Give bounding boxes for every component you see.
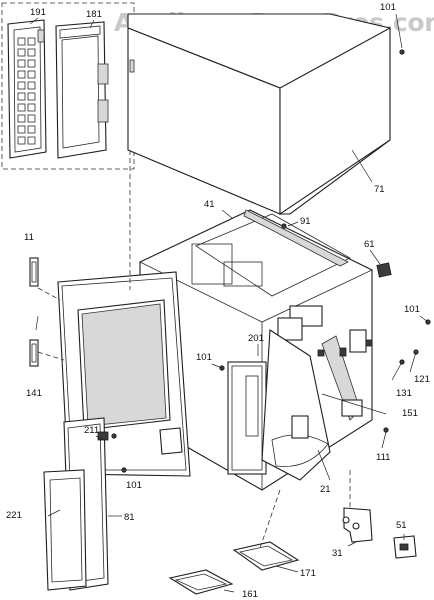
screws [111,49,431,473]
callout-101-right: 101 [404,304,420,315]
keypad-key [27,81,36,90]
tray-161 [168,569,234,595]
keypad-key [27,136,36,145]
keypad-key [17,70,26,79]
callout-221: 221 [6,510,22,521]
callout-51: 51 [396,520,407,531]
keypad-key [17,114,26,123]
callout-21: 21 [320,484,331,495]
chassis-41 [139,209,373,491]
keypad-key [17,136,26,145]
keypad-key [17,48,26,57]
callout-201: 201 [248,333,264,344]
keypad-key [27,125,36,134]
callout-171: 171 [300,568,316,579]
callout-111: 111 [376,452,390,463]
panel-221 [43,469,87,591]
callout-91: 91 [300,216,311,227]
keypad-key [27,114,36,123]
callout-101-top: 101 [380,2,396,13]
keypad-key [17,103,26,112]
callout-71: 71 [374,184,385,195]
leader-lines [29,13,429,593]
keypad-key [27,92,36,101]
callout-151: 151 [402,408,418,419]
keypad-key [27,48,36,57]
keypad-key [27,37,36,46]
callout-141: 141 [26,388,42,399]
keypad-key [17,92,26,101]
control-panel-inset [1,2,135,170]
callout-191: 191 [30,7,46,18]
callout-131: 131 [396,388,412,399]
bracket-31 [342,507,373,543]
callout-61: 61 [364,239,375,250]
keypad-191 [7,19,47,159]
callout-81: 81 [124,512,135,523]
callout-121: 121 [414,374,430,385]
keypad-key [17,37,26,46]
keypad-key [27,103,36,112]
callout-labels: 101 191 181 71 41 91 61 11 101 201 101 1… [6,2,430,600]
callout-181: 181 [86,9,102,20]
keypad-key [17,125,26,134]
keypad-key [27,70,36,79]
tray-171 [232,541,300,571]
alignment-lines [37,150,351,549]
callout-101-mid: 101 [196,352,212,363]
callout-11: 11 [24,232,34,243]
part-51 [393,535,417,559]
keypad-key [17,81,26,90]
hinge-141 [29,339,39,367]
outer-cabinet-71 [127,13,391,216]
panel-181 [55,21,109,159]
callout-41: 41 [204,199,215,210]
callout-161: 161 [242,589,258,600]
part-61 [376,262,392,278]
callout-211: 211 [84,425,99,436]
callout-101-door: 101 [126,480,142,491]
callout-31: 31 [332,548,343,559]
keypad-key [27,59,36,68]
hinge-11 [29,257,39,287]
keypad-key [17,59,26,68]
